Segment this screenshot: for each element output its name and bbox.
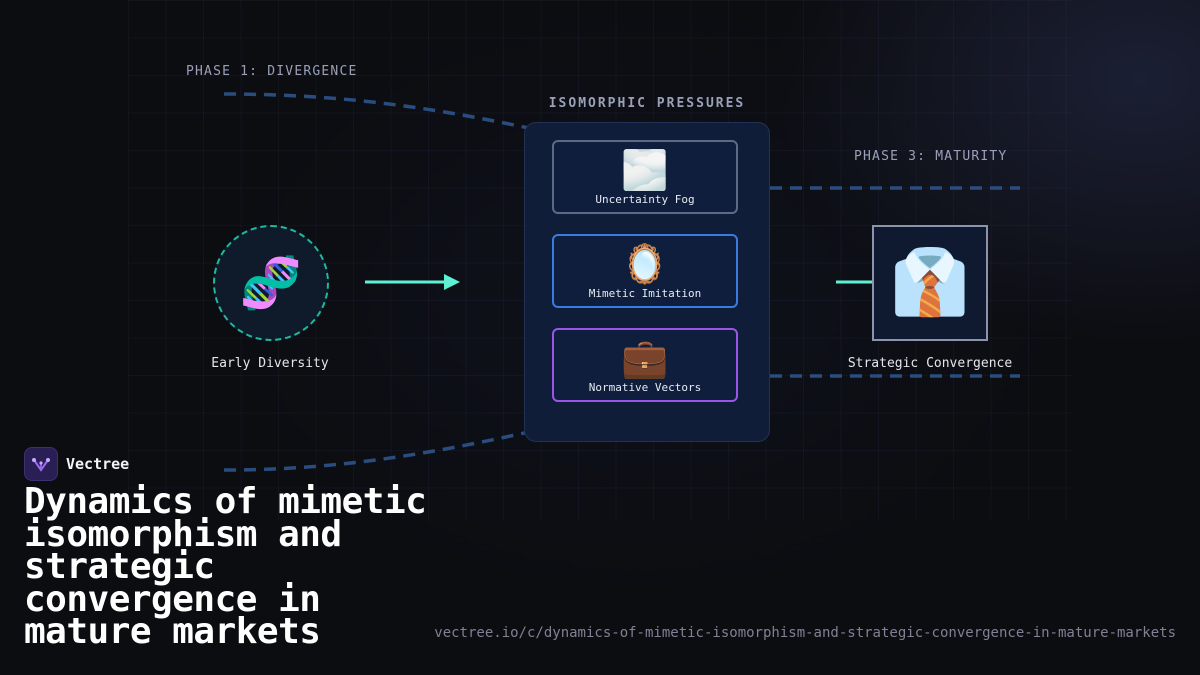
phase-divergence-label: PHASE 1: DIVERGENCE: [186, 64, 358, 79]
pressure-card-label: Normative Vectors: [588, 381, 702, 394]
pressures-title: ISOMORPHIC PRESSURES: [548, 96, 746, 111]
businessman-icon: 👔: [890, 246, 970, 320]
dna-icon: 🧬: [239, 254, 303, 312]
pressure-card-mimetic-imitation: 🪞 Mimetic Imitation: [552, 234, 738, 308]
page-url[interactable]: vectree.io/c/dynamics-of-mimetic-isomorp…: [434, 625, 1176, 641]
phase-maturity-label: PHASE 3: MATURITY: [854, 149, 1008, 164]
brand[interactable]: Vectree: [24, 447, 129, 481]
pressure-card-label: Mimetic Imitation: [588, 287, 702, 300]
pressure-card-normative-vectors: 💼 Normative Vectors: [552, 328, 738, 402]
pressure-card-label: Uncertainty Fog: [595, 193, 695, 206]
strategic-convergence-node: 👔: [872, 225, 988, 341]
fog-icon: 🌫️: [621, 148, 669, 192]
pressure-card-uncertainty-fog: 🌫️ Uncertainty Fog: [552, 140, 738, 214]
briefcase-icon: 💼: [621, 336, 669, 380]
vectree-logo-icon: [24, 447, 58, 481]
strategic-convergence-label: Strategic Convergence: [847, 356, 1013, 371]
arrow-head: [444, 274, 460, 290]
early-diversity-node: 🧬: [213, 225, 329, 341]
mirror-icon: 🪞: [621, 242, 669, 286]
brand-name: Vectree: [66, 455, 130, 473]
early-diversity-label: Early Diversity: [211, 356, 329, 371]
page-title: Dynamics of mimetic isomorphism and stra…: [24, 481, 427, 652]
divergence-flow-top: [223, 92, 561, 137]
divergence-flow-bottom: [223, 423, 561, 472]
